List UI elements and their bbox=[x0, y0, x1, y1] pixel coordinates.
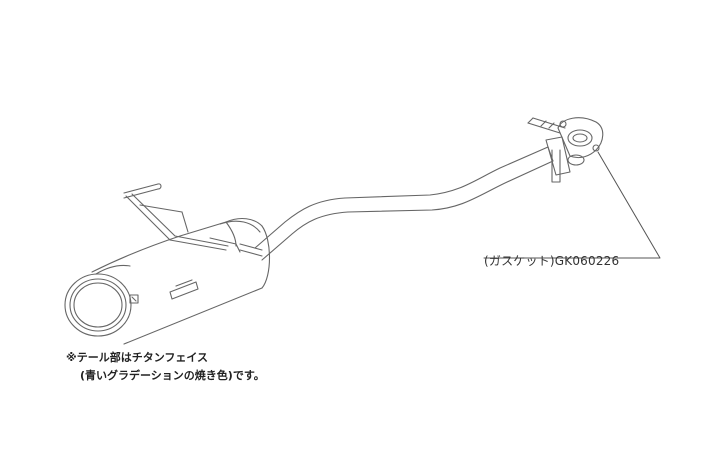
tail-finish-note: ※テール部はチタンフェイス (青いグラデーションの焼き色)です。 bbox=[66, 349, 265, 385]
silencer-body bbox=[91, 217, 270, 345]
gasket-leader-line bbox=[483, 151, 661, 259]
hanger-bracket bbox=[123, 183, 263, 257]
note-line-2: (青いグラデーションの焼き色)です。 bbox=[80, 369, 265, 382]
note-line-1: ※テール部はチタンフェイス bbox=[66, 351, 209, 364]
gasket-part-label: (ガスケット)GK060226 bbox=[484, 254, 620, 268]
exhaust-pipe bbox=[254, 146, 554, 261]
tail-pipe bbox=[64, 264, 132, 337]
front-flange bbox=[527, 117, 604, 183]
